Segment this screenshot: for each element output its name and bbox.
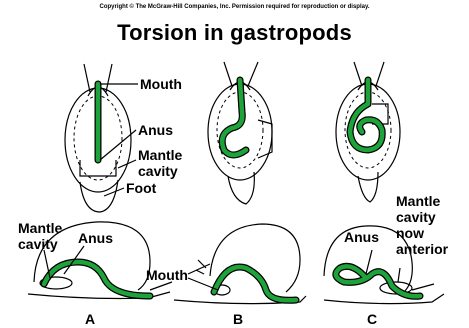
mantle-cavity-label-right-2: cavity xyxy=(396,209,436,225)
foot-top-leader xyxy=(104,188,124,196)
lateral-snail-b xyxy=(174,224,306,304)
top-snail-3-foot xyxy=(358,172,378,202)
anus-label-left: Anus xyxy=(78,230,113,246)
mantle-cavity-label-top-2: cavity xyxy=(138,163,178,179)
top-snail-2 xyxy=(208,62,272,204)
anus-label-right: Anus xyxy=(344,229,379,245)
anus-label-top: Anus xyxy=(138,122,173,138)
mantle-cavity-label-top-1: Mantle xyxy=(138,147,183,163)
lateral-snail-c xyxy=(324,226,444,304)
foot-label: Foot xyxy=(126,180,157,196)
panel-label-a: A xyxy=(85,311,95,327)
lateral-c-foot xyxy=(324,294,444,304)
top-snail-3 xyxy=(336,62,400,202)
top-snail-1-foot xyxy=(80,180,118,212)
mantle-cavity-label-right-1: Mantle xyxy=(396,193,441,209)
top-snail-2-mantle-cavity xyxy=(258,120,272,158)
lateral-b-gut xyxy=(214,267,296,300)
mantle-cavity-label-left-2: cavity xyxy=(18,236,58,252)
lateral-c-tentacle xyxy=(412,284,434,290)
mantle-right-leader xyxy=(398,268,400,282)
mantle-cavity-label-left-1: Mantle xyxy=(18,220,63,236)
lateral-b-shell xyxy=(210,224,300,292)
anus-right-leader xyxy=(366,250,372,274)
mouth-label-bottom: Mouth xyxy=(146,267,188,283)
mouth-bottom-leader-2 xyxy=(188,278,218,290)
mouth-label-top: Mouth xyxy=(140,76,182,92)
lateral-a-tentacle xyxy=(150,282,172,290)
panel-label-b: B xyxy=(233,311,243,327)
top-snail-2-foot xyxy=(228,172,254,204)
mouth-bottom-leader-1 xyxy=(188,264,210,274)
mantle-cavity-label-right-3: now xyxy=(396,225,424,241)
mantle-cavity-label-right-4: anterior xyxy=(396,241,449,257)
lateral-a-gut xyxy=(44,262,150,296)
panel-label-c: C xyxy=(367,311,377,327)
